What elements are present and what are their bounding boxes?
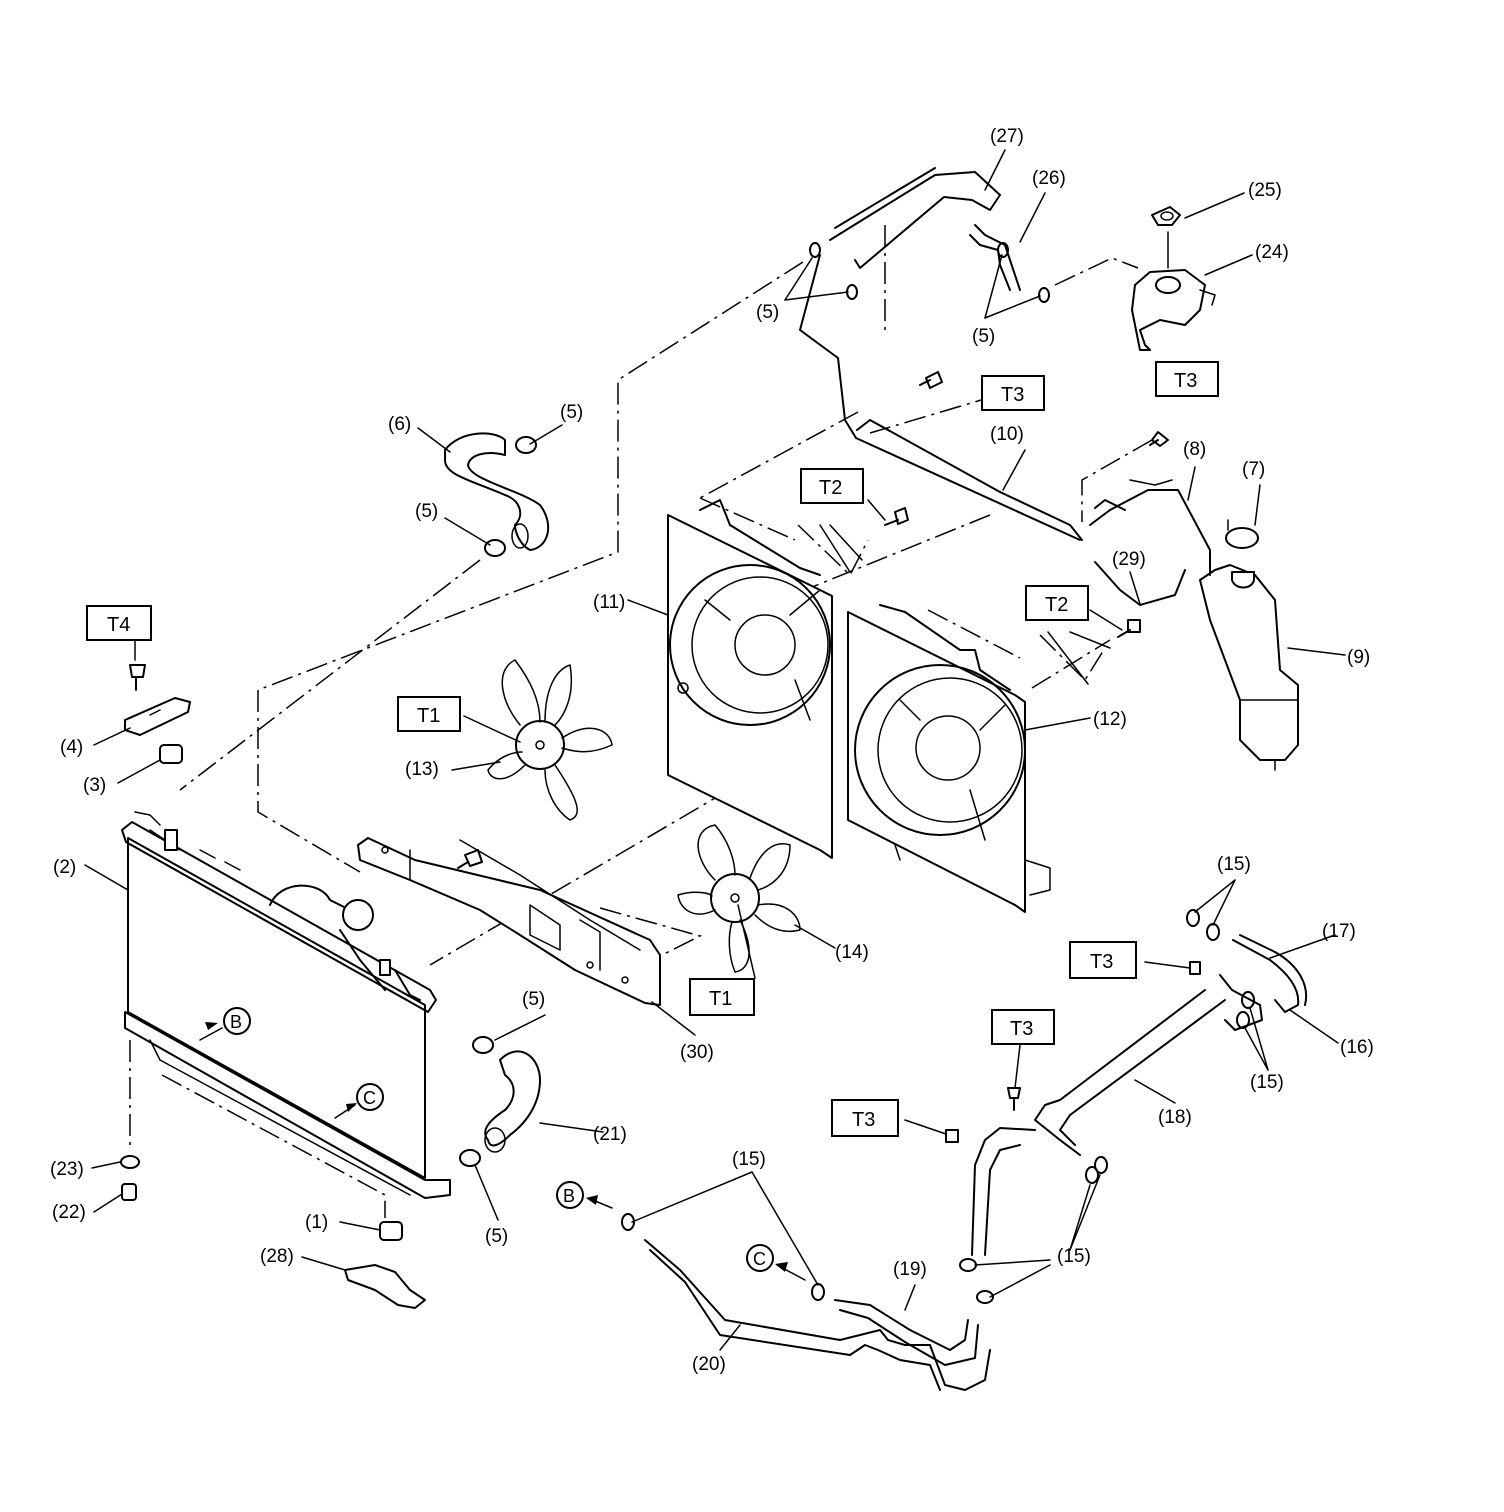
callout-17: (17) <box>1322 921 1356 942</box>
torque-tag-t3-lower-mid: T3 <box>991 1009 1055 1045</box>
torque-tag-t2-main-shroud: T2 <box>800 468 864 504</box>
flow-arrowheads <box>205 1022 788 1272</box>
callout-16: (16) <box>1340 1037 1374 1058</box>
callout-15-right: (15) <box>1250 1072 1284 1093</box>
callout-29: (29) <box>1112 549 1146 570</box>
svg-text:C: C <box>753 1249 766 1269</box>
main-fan-shroud <box>667 499 833 859</box>
torque-tag-t3-top: T3 <box>981 375 1045 411</box>
callout-4: (4) <box>60 737 83 758</box>
reference-markers: B C B C <box>223 1007 774 1272</box>
callout-5-lower-hose-end: (5) <box>485 1226 508 1247</box>
sub-fan-shroud <box>847 604 1051 913</box>
callout-10: (10) <box>990 424 1024 445</box>
torque-tag-t3-top-right: T3 <box>1155 361 1219 397</box>
callout-25: (25) <box>1248 180 1282 201</box>
callout-19: (19) <box>893 1259 927 1280</box>
callout-22: (22) <box>52 1202 86 1223</box>
torque-tag-t2-sub-shroud: T2 <box>1025 585 1089 621</box>
torque-tags: T3 T3 T2 T2 T4 T1 T1 T3 <box>86 361 1219 1137</box>
bracket-28 <box>344 1264 426 1309</box>
cushion-3 <box>159 744 183 764</box>
callout-23: (23) <box>50 1159 84 1180</box>
callout-5-upper-hose: (5) <box>560 402 583 423</box>
callout-20: (20) <box>692 1354 726 1375</box>
main-cooling-fan <box>487 659 613 821</box>
callout-28: (28) <box>260 1246 294 1267</box>
callout-7: (7) <box>1242 459 1265 480</box>
callout-1: (1) <box>305 1212 328 1233</box>
torque-tag-t3-lower-left: T3 <box>831 1099 899 1137</box>
callout-5-top-left: (5) <box>756 302 779 323</box>
upper-radiator-hose <box>444 432 550 551</box>
ref-c-hose: C <box>746 1244 774 1272</box>
callout-6: (6) <box>388 414 411 435</box>
callout-24: (24) <box>1255 242 1289 263</box>
callout-15-bottom-left: (15) <box>732 1149 766 1170</box>
callout-9: (9) <box>1347 647 1370 668</box>
svg-text:T1: T1 <box>417 705 440 727</box>
drain-plug-22 <box>121 1183 137 1201</box>
bolts <box>129 371 1201 1143</box>
sub-cooling-fan <box>677 824 801 973</box>
svg-text:C: C <box>363 1088 376 1108</box>
torque-tag-t1-main-fan: T1 <box>397 696 461 732</box>
torque-tag-t1-sub-fan: T1 <box>689 978 755 1016</box>
lower-radiator-hose <box>484 1050 541 1153</box>
part-number-callouts: (1) (2) (3) (4) (5) (5) (5) (5) (5) (5) … <box>50 126 1374 1375</box>
svg-text:T3: T3 <box>1001 384 1024 406</box>
callout-2: (2) <box>53 857 76 878</box>
callout-8: (8) <box>1183 439 1206 460</box>
radiator-upper-bracket <box>357 837 661 1006</box>
svg-text:T2: T2 <box>819 477 842 499</box>
callout-3: (3) <box>83 775 106 796</box>
callout-5-top-right: (5) <box>972 326 995 347</box>
callout-18: (18) <box>1158 1107 1192 1128</box>
callout-21: (21) <box>593 1124 627 1145</box>
svg-text:B: B <box>563 1186 575 1206</box>
radiator <box>121 811 451 1199</box>
svg-text:T3: T3 <box>1090 951 1113 973</box>
callout-27: (27) <box>990 126 1024 147</box>
cushion-1 <box>379 1221 403 1241</box>
cushion-23 <box>120 1155 140 1169</box>
lower-hoses <box>644 934 1308 1391</box>
ref-c-radiator: C <box>356 1083 384 1111</box>
callout-13: (13) <box>405 759 439 780</box>
svg-text:T1: T1 <box>709 988 732 1010</box>
reserve-tank-cap <box>1225 519 1259 549</box>
svg-text:T3: T3 <box>852 1109 875 1131</box>
callout-5-upper-hose-end: (5) <box>415 501 438 522</box>
ref-b-hose: B <box>556 1181 584 1209</box>
callout-12: (12) <box>1093 709 1127 730</box>
pipes-and-hoses <box>799 167 1211 606</box>
callout-26: (26) <box>1032 168 1066 189</box>
svg-text:T2: T2 <box>1045 594 1068 616</box>
bracket-4 <box>124 697 191 736</box>
torque-tag-t4: T4 <box>86 605 152 641</box>
callout-15-top: (15) <box>1217 854 1251 875</box>
callout-15-bottom-right: (15) <box>1057 1246 1091 1267</box>
ref-b-radiator: B <box>223 1007 251 1035</box>
svg-text:B: B <box>230 1012 242 1032</box>
callout-11: (11) <box>593 592 625 613</box>
filler-tank <box>1131 269 1216 351</box>
callout-14: (14) <box>835 942 869 963</box>
callout-5-lower-hose: (5) <box>522 989 545 1010</box>
reserve-tank <box>1199 564 1299 771</box>
svg-text:T3: T3 <box>1010 1018 1033 1040</box>
svg-text:T4: T4 <box>107 614 130 636</box>
filler-tank-cap <box>1151 206 1181 269</box>
callout-30: (30) <box>680 1042 714 1063</box>
svg-text:T3: T3 <box>1174 370 1197 392</box>
torque-tag-t3-lower-right: T3 <box>1069 941 1137 979</box>
